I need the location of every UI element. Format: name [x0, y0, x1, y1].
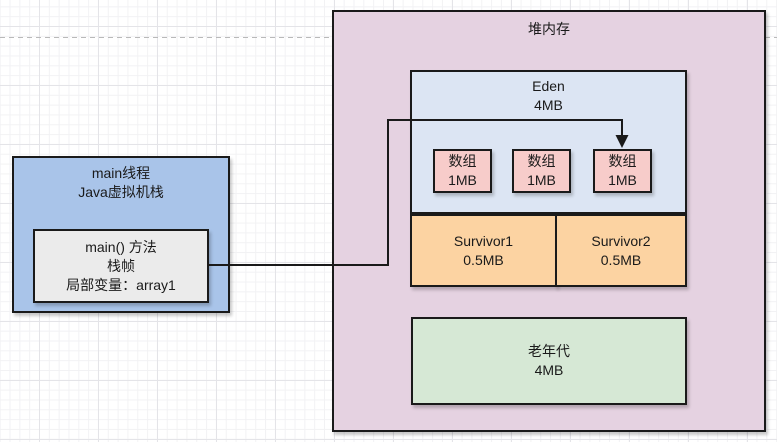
array-2-size: 1MB: [527, 172, 556, 188]
old-generation-box[interactable]: 老年代 4MB: [411, 317, 687, 405]
main-thread-title: main线程 Java虚拟机栈: [14, 158, 228, 202]
main-thread-box[interactable]: main线程 Java虚拟机栈 main() 方法 栈帧 局部变量：array1: [12, 156, 230, 313]
array-1-size: 1MB: [448, 172, 477, 188]
old-gen-name: 老年代: [528, 343, 570, 359]
survivor1-name: Survivor1: [453, 232, 514, 249]
survivor2-size: 0.5MB: [600, 251, 642, 268]
array-2-name: 数组: [527, 153, 556, 169]
survivor2-box[interactable]: Survivor2 0.5MB: [555, 214, 687, 287]
survivor1-box[interactable]: Survivor1 0.5MB: [410, 214, 557, 287]
stack-frame-box[interactable]: main() 方法 栈帧 局部变量：array1: [33, 229, 209, 303]
eden-box[interactable]: Eden 4MB 数组 1MB 数组 1MB 数组 1MB: [410, 70, 687, 214]
main-thread-title-line1: main线程: [91, 165, 151, 181]
heap-title: 堆内存: [528, 21, 570, 37]
array-1-name: 数组: [448, 153, 477, 169]
array-3-size: 1MB: [608, 172, 637, 188]
old-gen-size: 4MB: [534, 362, 564, 378]
eden-name: Eden: [532, 78, 565, 94]
stack-frame-label: 栈帧: [107, 257, 135, 274]
heap-box[interactable]: 堆内存 Eden 4MB 数组 1MB 数组 1MB 数组 1MB Surviv…: [332, 10, 766, 432]
survivor1-size: 0.5MB: [463, 251, 504, 268]
array-box-1[interactable]: 数组 1MB: [433, 149, 492, 193]
array-box-2[interactable]: 数组 1MB: [512, 149, 571, 193]
eden-size: 4MB: [534, 97, 563, 113]
survivor2-name: Survivor2: [591, 232, 651, 249]
stack-frame-method-label: main() 方法: [85, 238, 157, 255]
stack-frame-local-var-label: 局部变量：array1: [66, 276, 176, 293]
array-box-3[interactable]: 数组 1MB: [593, 149, 652, 193]
main-thread-title-line2: Java虚拟机栈: [78, 184, 164, 200]
eden-label: Eden 4MB: [412, 72, 685, 115]
array-3-name: 数组: [608, 153, 637, 169]
